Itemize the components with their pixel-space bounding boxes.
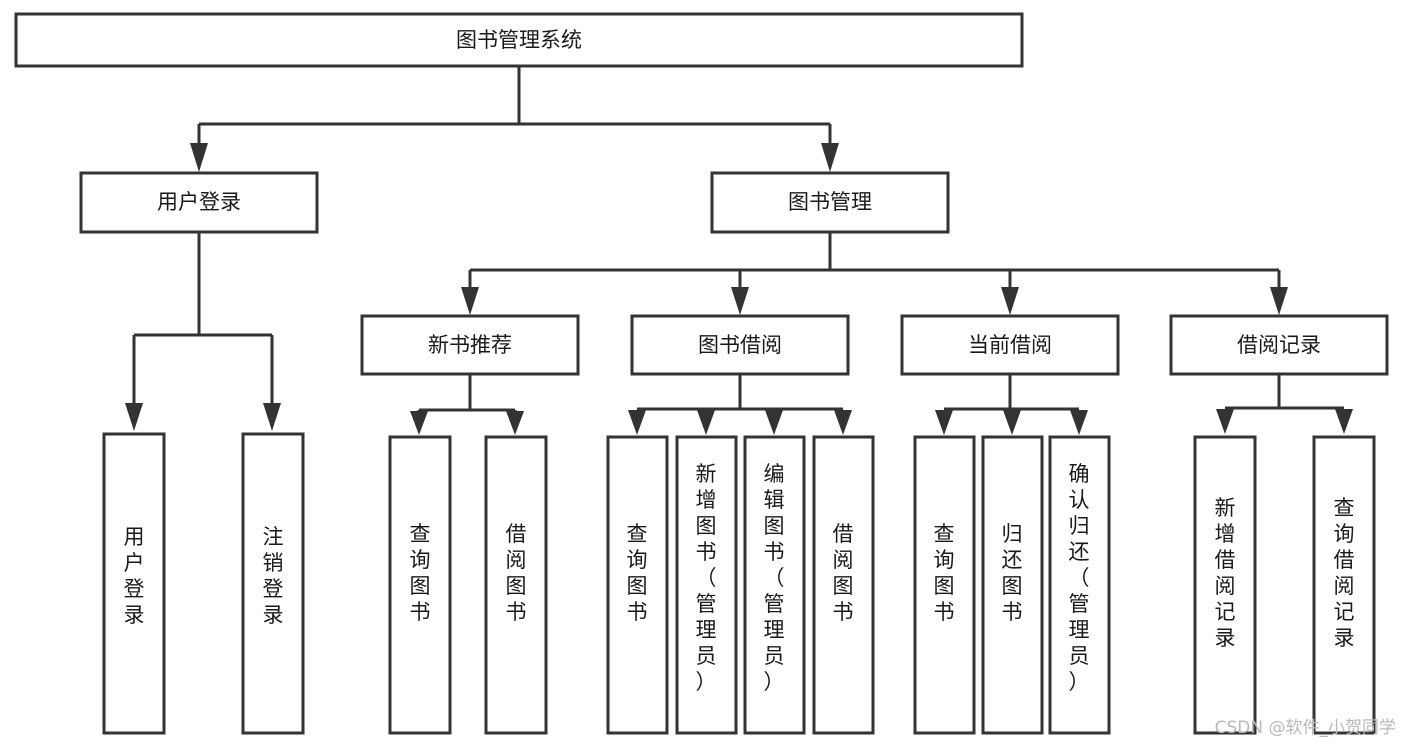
- node-leaf-confirm-return-box[interactable]: [1048, 435, 1111, 735]
- arrowhead-current-borrow: [1001, 287, 1019, 315]
- node-borrow-record-label: 借阅记录: [1237, 333, 1321, 357]
- connectors-new-book-recommend-to-leaves: [410, 374, 524, 435]
- node-leaf-add-record[interactable]: 新增借阅记录: [1193, 435, 1257, 735]
- node-leaf-borrow-book-2-label: 借阅图书: [833, 522, 854, 624]
- arrowhead-borrow-record: [1270, 287, 1288, 315]
- arrowhead-leaf-borrow-book-1: [506, 411, 524, 435]
- node-leaf-query-record-box[interactable]: [1312, 435, 1376, 735]
- arrowhead-leaf-confirm-return: [1070, 410, 1088, 435]
- connectors-current-borrow-to-leaves: [935, 374, 1088, 435]
- csdn-watermark: CSDN @软件_小贺同学: [1215, 718, 1396, 738]
- node-root-label: 图书管理系统: [456, 28, 582, 52]
- connectors-borrow-record-to-leaves: [1216, 374, 1353, 434]
- node-current-borrow-label: 当前借阅: [968, 333, 1052, 357]
- node-book-management-label: 图书管理: [788, 190, 872, 214]
- node-leaf-add-record-box[interactable]: [1193, 435, 1257, 735]
- connectors-book-borrow-to-leaves: [628, 374, 852, 435]
- node-leaf-edit-book-label: 编辑图书（管理员）: [764, 462, 785, 694]
- node-leaf-borrow-book-2-box[interactable]: [812, 435, 875, 735]
- node-leaf-query-record[interactable]: 查询借阅记录: [1312, 435, 1376, 735]
- node-leaf-query-book-1-label: 查询图书: [410, 522, 431, 624]
- node-leaf-query-book-2-label: 查询图书: [627, 522, 648, 624]
- node-leaf-return-book[interactable]: 归还图书: [981, 435, 1044, 735]
- node-leaf-add-book-label: 新增图书（管理员）: [696, 462, 717, 694]
- arrowhead-leaf-query-book-1: [410, 411, 428, 435]
- arrowhead-leaf-return-book: [1003, 410, 1021, 435]
- node-leaf-user-login-label: 用户登录: [124, 525, 145, 627]
- arrowhead-leaf-query-book-3: [935, 410, 953, 435]
- node-leaf-return-book-box[interactable]: [981, 435, 1044, 735]
- arrowhead-user-login: [190, 143, 208, 172]
- arrowhead-new-book-recommend: [461, 287, 479, 315]
- arrowhead-leaf-borrow-book-2: [834, 410, 852, 435]
- node-leaf-add-record-label: 新增借阅记录: [1215, 496, 1236, 650]
- node-leaf-user-login[interactable]: 用户登录: [102, 432, 166, 735]
- arrowhead-leaf-add-record: [1216, 409, 1234, 434]
- node-borrow-record-box[interactable]: [1169, 314, 1389, 376]
- node-leaf-edit-book[interactable]: 编辑图书（管理员）: [743, 435, 806, 735]
- node-borrow-record[interactable]: 借阅记录: [1169, 314, 1389, 376]
- arrowhead-leaf-logout-login: [263, 403, 281, 431]
- node-new-book-recommend[interactable]: 新书推荐: [360, 314, 580, 376]
- arrowhead-leaf-edit-book: [765, 410, 783, 435]
- node-leaf-logout-login-label: 注销登录: [263, 525, 284, 627]
- node-user-login-label: 用户登录: [157, 190, 241, 214]
- arrowhead-book-borrow: [731, 287, 749, 315]
- node-root-box[interactable]: [14, 12, 1024, 68]
- node-leaf-borrow-book-1-label: 借阅图书: [506, 522, 527, 624]
- node-new-book-recommend-label: 新书推荐: [428, 333, 512, 357]
- node-leaf-query-book-2-box[interactable]: [606, 435, 669, 735]
- connectors-book-management-to-level3: [461, 232, 1288, 315]
- node-leaf-query-book-3-box[interactable]: [913, 435, 976, 735]
- node-leaf-borrow-book-2[interactable]: 借阅图书: [812, 435, 875, 735]
- node-leaf-query-book-2[interactable]: 查询图书: [606, 435, 669, 735]
- node-book-management-box[interactable]: [710, 171, 950, 234]
- node-book-borrow-label: 图书借阅: [698, 333, 782, 357]
- node-leaf-add-book-box[interactable]: [675, 435, 738, 735]
- node-leaf-query-book-3-label: 查询图书: [934, 522, 955, 624]
- arrowhead-book-management: [821, 143, 839, 172]
- node-leaf-logout-login-box[interactable]: [241, 432, 305, 735]
- node-leaf-edit-book-box[interactable]: [743, 435, 806, 735]
- arrowhead-leaf-add-book: [697, 410, 715, 435]
- node-new-book-recommend-box[interactable]: [360, 314, 580, 376]
- node-leaf-query-book-1[interactable]: 查询图书: [388, 435, 452, 735]
- arrowhead-leaf-user-login: [125, 403, 143, 431]
- node-leaf-user-login-box[interactable]: [102, 432, 166, 735]
- node-book-borrow-box[interactable]: [630, 314, 850, 376]
- node-book-management[interactable]: 图书管理: [710, 171, 950, 234]
- node-user-login[interactable]: 用户登录: [79, 171, 319, 234]
- node-leaf-confirm-return-label: 确认归还（管理员）: [1069, 462, 1090, 694]
- node-leaf-add-book[interactable]: 新增图书（管理员）: [675, 435, 738, 735]
- node-root[interactable]: 图书管理系统: [14, 12, 1024, 68]
- arrowhead-leaf-query-record: [1335, 409, 1353, 434]
- node-leaf-confirm-return[interactable]: 确认归还（管理员）: [1048, 435, 1111, 735]
- node-leaf-logout-login[interactable]: 注销登录: [241, 432, 305, 735]
- node-leaf-return-book-label: 归还图书: [1002, 522, 1023, 624]
- node-current-borrow-box[interactable]: [900, 314, 1120, 376]
- node-current-borrow[interactable]: 当前借阅: [900, 314, 1120, 376]
- arrowhead-leaf-query-book-2: [628, 410, 646, 435]
- node-book-borrow[interactable]: 图书借阅: [630, 314, 850, 376]
- connectors-root-to-level2: [190, 66, 839, 172]
- connectors-user-login-to-leaves: [125, 232, 281, 431]
- node-leaf-borrow-book-1-box[interactable]: [484, 435, 548, 735]
- node-user-login-box[interactable]: [79, 171, 319, 234]
- node-leaf-query-record-label: 查询借阅记录: [1334, 496, 1355, 650]
- node-leaf-query-book-1-box[interactable]: [388, 435, 452, 735]
- node-leaf-borrow-book-1[interactable]: 借阅图书: [484, 435, 548, 735]
- node-leaf-query-book-3[interactable]: 查询图书: [913, 435, 976, 735]
